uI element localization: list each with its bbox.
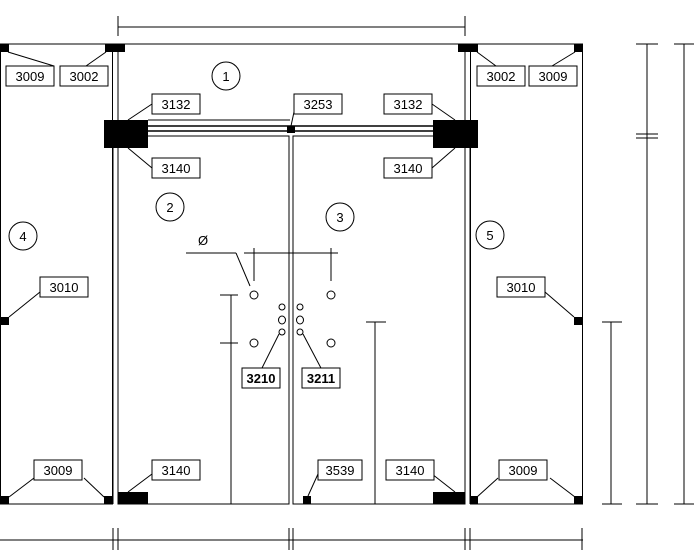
fitting-3002-tl [105, 44, 125, 52]
fitting-3002-tr [458, 44, 478, 52]
svg-text:3002: 3002 [487, 69, 516, 84]
panel-number-4: 4 [8, 221, 38, 251]
fitting-3009-br2 [574, 496, 582, 504]
fitting-3010-left [1, 317, 9, 325]
fitting-3009-bl2 [104, 496, 112, 504]
diameter-symbol: Ø [198, 233, 208, 248]
svg-text:3009: 3009 [539, 69, 568, 84]
svg-text:3211: 3211 [307, 371, 335, 386]
svg-text:3140: 3140 [394, 161, 423, 176]
svg-text:3132: 3132 [394, 97, 423, 112]
svg-text:1: 1 [222, 69, 229, 84]
part-label-3009-bl: 3009 [33, 459, 83, 481]
part-label-3211: 3211 [301, 367, 341, 389]
part-label-3010-right: 3010 [496, 276, 546, 298]
svg-text:3009: 3009 [509, 463, 538, 478]
hole-dimension-marks [148, 119, 386, 504]
part-label-3009-tl: 3009 [5, 65, 55, 87]
hardware-fittings [1, 44, 582, 504]
glass-frame [0, 43, 583, 505]
part-label-3132-right: 3132 [383, 93, 433, 115]
part-label-3210: 3210 [241, 367, 281, 389]
door-leaf-left [117, 135, 290, 505]
part-label-3132-left: 3132 [151, 93, 201, 115]
side-panel-right [470, 43, 583, 505]
part-label-3009-tr: 3009 [528, 65, 578, 87]
fitting-3009-tr [574, 44, 582, 52]
svg-text:2: 2 [166, 200, 173, 215]
part-label-3002-tr: 3002 [476, 65, 526, 87]
holes [249, 290, 336, 348]
fitting-3132-right [433, 120, 478, 148]
fitting-3009-tl [1, 44, 9, 52]
fitting-3253 [287, 126, 295, 133]
part-label-3253: 3253 [293, 93, 343, 115]
part-label-3002-tl: 3002 [59, 65, 109, 87]
svg-text:3009: 3009 [44, 463, 73, 478]
panel-number-3: 3 [325, 202, 355, 232]
part-label-3539: 3539 [317, 459, 363, 481]
svg-text:3140: 3140 [396, 463, 425, 478]
fitting-3140-br [433, 492, 465, 504]
panel-number-2: 2 [155, 192, 185, 222]
svg-text:3210: 3210 [247, 371, 276, 386]
fitting-3009-br [470, 496, 478, 504]
fitting-3539 [303, 496, 311, 504]
svg-text:4: 4 [19, 229, 26, 244]
leader-lines [7, 51, 576, 498]
svg-text:3010: 3010 [507, 280, 536, 295]
svg-text:3132: 3132 [162, 97, 191, 112]
svg-text:3010: 3010 [50, 280, 79, 295]
svg-text:3539: 3539 [326, 463, 355, 478]
panel-number-5: 5 [475, 220, 505, 250]
svg-text:5: 5 [486, 228, 493, 243]
part-label-3140-bl: 3140 [151, 459, 201, 481]
svg-text:3253: 3253 [304, 97, 333, 112]
door-leaf-right [292, 135, 466, 505]
dimension-lines [0, 16, 694, 550]
panel-number-1: 1 [211, 61, 241, 91]
fitting-3140-bl [118, 492, 148, 504]
part-label-3140-br: 3140 [385, 459, 435, 481]
part-label-3140-tr: 3140 [383, 157, 433, 179]
svg-text:3: 3 [336, 210, 343, 225]
fitting-3009-bl [1, 496, 9, 504]
part-label-3140-tl: 3140 [151, 157, 201, 179]
svg-text:3140: 3140 [162, 463, 191, 478]
fitting-3140-tl [118, 137, 148, 148]
svg-text:3140: 3140 [162, 161, 191, 176]
part-label-3010-left: 3010 [39, 276, 89, 298]
svg-text:3009: 3009 [16, 69, 45, 84]
part-label-3009-br: 3009 [498, 459, 548, 481]
svg-text:3002: 3002 [70, 69, 99, 84]
side-panel-left [0, 43, 113, 505]
fitting-3010-right [574, 317, 582, 325]
